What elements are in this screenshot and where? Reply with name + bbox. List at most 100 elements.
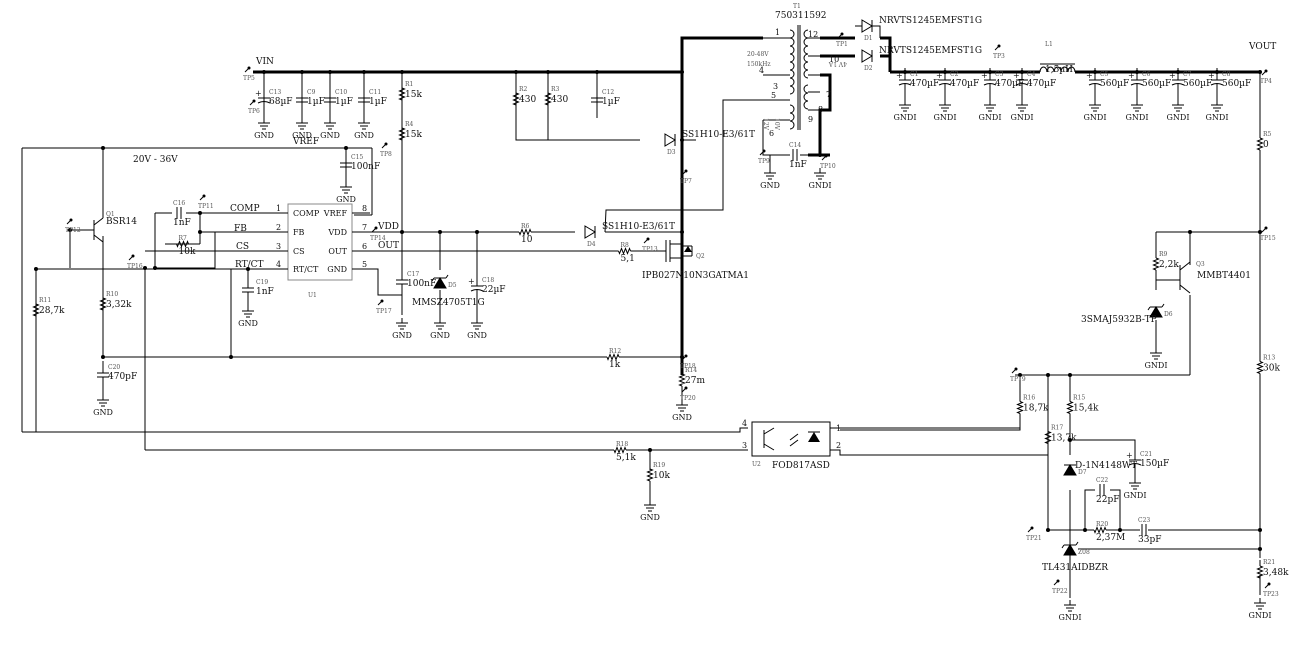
capacitor [358, 94, 370, 106]
diode-part: NRVTS1245EMFST1G [879, 16, 982, 26]
t1-part: 750311592 [775, 11, 827, 21]
resistor-ref: R13 [1263, 355, 1275, 362]
t1-pin-number: 4 [759, 66, 764, 75]
svg-text:+: + [1208, 71, 1215, 80]
capacitor-value: 1nF [789, 160, 807, 170]
resistor-ref: R3 [551, 86, 560, 93]
resistor [613, 446, 627, 454]
capacitor-value: 1µF [602, 97, 620, 107]
inductor-ref: L1 [1045, 41, 1053, 48]
junction-dot [362, 70, 366, 74]
test-point [66, 218, 73, 225]
wire [1084, 489, 1095, 530]
junction-dot [1188, 230, 1192, 234]
test-point [759, 149, 766, 156]
ground-label: GNDI [894, 113, 917, 122]
capacitor [396, 276, 408, 288]
resistor-value: 10 [521, 235, 533, 245]
q2-part: IPB027N10N3GATMA1 [642, 271, 749, 281]
ground-label: GND [430, 331, 450, 340]
junction-dot [1258, 547, 1262, 551]
polarized-capacitor: + [981, 71, 997, 88]
u1-pin-name: FB [293, 228, 305, 237]
resistor-ref: R5 [1263, 131, 1272, 138]
t1-aux-rating: 10V [773, 118, 780, 131]
ground-label: GNDI [1011, 113, 1034, 122]
resistor [606, 353, 620, 361]
capacitor-value: 470µF [1027, 79, 1056, 89]
capacitor-value: 470µF [995, 79, 1024, 89]
svg-text:+: + [1169, 71, 1176, 80]
net-vref: VREF [292, 137, 319, 147]
capacitor-value: 1µF [307, 97, 325, 107]
resistor [678, 373, 686, 387]
capacitor-value: 560µF [1222, 79, 1251, 89]
u1-pin-number: 7 [362, 223, 367, 232]
u1-pin-name: GND [327, 265, 347, 274]
test-point [249, 99, 256, 106]
capacitor-ref: C15 [351, 154, 363, 161]
polarized-capacitor: + [1208, 71, 1224, 88]
resistor-ref: R8 [621, 242, 630, 249]
capacitor-value: 68µF [269, 97, 293, 107]
diode-part: NRVTS1245EMFST1G [879, 46, 982, 56]
test-point [643, 237, 650, 244]
t1-pin-number: 7 [826, 90, 831, 99]
test-point-label: TP9 [758, 158, 770, 165]
diode-part: D-1N4148WT [1075, 461, 1137, 471]
resistor-ref: R17 [1051, 425, 1063, 432]
u1-pin-name: COMP [293, 209, 320, 218]
resistor-ref: R6 [521, 223, 530, 230]
u1-pin-name: RT/CT [293, 265, 319, 274]
ground-symbol [296, 118, 308, 130]
ground-label: GND [320, 131, 340, 140]
test-point-label: TP19 [1010, 376, 1026, 383]
test-point-label: TP22 [1052, 588, 1068, 595]
wire [155, 232, 216, 269]
resistor-value: 2,37M [1096, 533, 1125, 543]
t1-pin-number: 8 [818, 105, 823, 114]
junction-dot [1068, 438, 1072, 442]
capacitor-ref: C6 [1142, 71, 1151, 78]
resistor-value: 30k [1263, 364, 1280, 374]
u1-pin-number: 3 [276, 242, 281, 251]
q2-ref: Q2 [696, 253, 705, 260]
t1-pin-number: 5 [771, 91, 776, 100]
ground-symbol [764, 168, 776, 180]
ground-label: GND [467, 331, 487, 340]
resistor [398, 87, 406, 101]
junction-dot [680, 355, 684, 359]
capacitor [97, 369, 109, 381]
junction-dot [595, 70, 599, 74]
capacitor-ref: C4 [1027, 71, 1036, 78]
svg-text:+: + [1128, 71, 1135, 80]
capacitor-value: 33pF [1138, 535, 1161, 545]
capacitor-ref: C8 [1222, 71, 1231, 78]
diode-ref: D3 [667, 149, 676, 156]
resistor [1016, 401, 1024, 414]
ground-label: GND [760, 181, 780, 190]
diode-part: TL431AIDBZR [1042, 563, 1108, 573]
test-point-label: TP18 [680, 363, 696, 370]
voltage-range-note: 20V - 36V [133, 155, 178, 165]
resistor [1152, 257, 1160, 271]
ground-symbol [1131, 100, 1143, 112]
test-point-label: TP16 [127, 263, 143, 270]
test-point [381, 142, 388, 149]
ground-symbol [434, 318, 446, 330]
resistor-value: 2,2k [1159, 260, 1179, 270]
test-point-label: TP20 [680, 395, 696, 402]
capacitor-ref: C20 [108, 364, 120, 371]
resistor-ref: R19 [653, 462, 665, 469]
optocoupler-u2 [751, 421, 831, 457]
svg-text:+: + [255, 89, 262, 98]
t1-secondary-rating: 4V 1A [828, 60, 847, 67]
t1-pin-number: 1 [775, 28, 780, 37]
resistor-ref: R14 [685, 367, 697, 374]
capacitor-ref: C18 [482, 277, 494, 284]
capacitor [1141, 524, 1147, 536]
capacitor-ref: C2 [950, 71, 959, 78]
svg-text:+: + [1086, 71, 1093, 80]
capacitor-value: 1nF [173, 218, 191, 228]
ground-symbol [1150, 348, 1162, 360]
